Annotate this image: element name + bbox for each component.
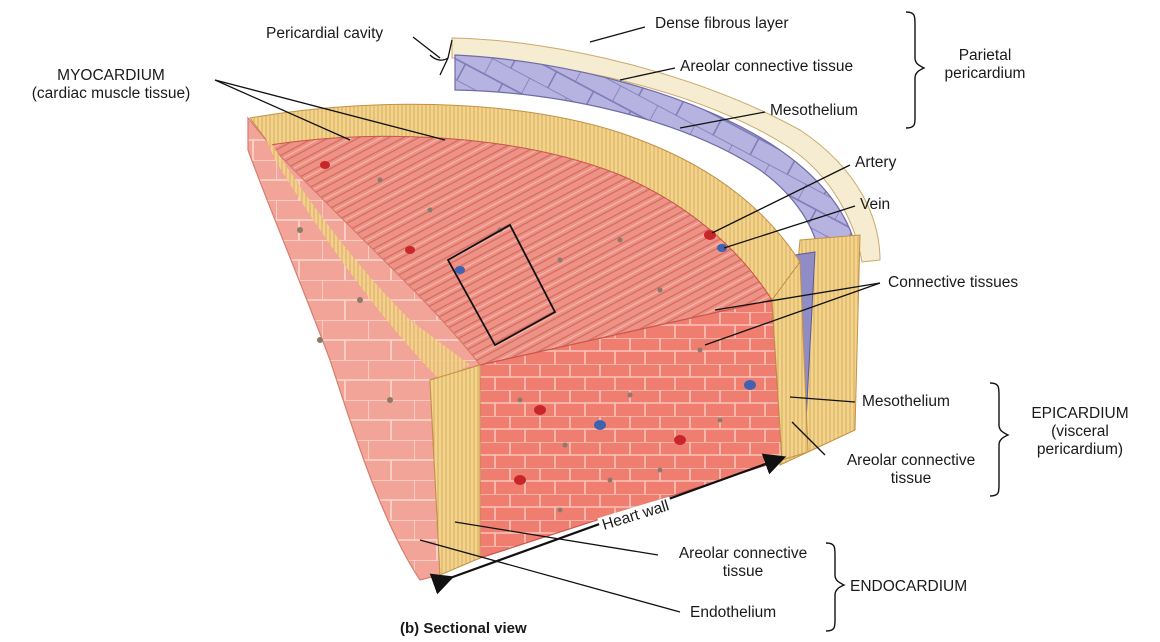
epicardium-line-3: pericardium) xyxy=(1010,441,1150,459)
epicardium-line-1: EPICARDIUM xyxy=(1010,405,1150,423)
epicardium-line-2: (visceral xyxy=(1010,423,1150,441)
label-parietal-pericardium: Parietal pericardium xyxy=(930,47,1040,83)
figure-caption: (b) Sectional view xyxy=(400,620,527,638)
areolar-endo-line-1: Areolar connective xyxy=(658,545,828,563)
areolar-epi-line-1: Areolar connective xyxy=(826,452,996,470)
areolar-epi-line-2: tissue xyxy=(826,470,996,488)
myocardium-line-2: (cardiac muscle tissue) xyxy=(6,85,216,103)
label-epicardium: EPICARDIUM (visceral pericardium) xyxy=(1010,405,1150,459)
label-areolar-ct-endo: Areolar connective tissue xyxy=(658,545,828,581)
label-mesothelium-top: Mesothelium xyxy=(770,102,858,120)
areolar-endo-line-2: tissue xyxy=(658,563,828,581)
label-pericardial-cavity: Pericardial cavity xyxy=(266,25,383,43)
label-connective-tissues: Connective tissues xyxy=(888,274,1018,292)
parietal-line-2: pericardium xyxy=(930,65,1040,83)
label-areolar-ct-top: Areolar connective tissue xyxy=(680,58,853,76)
label-mesothelium-epi: Mesothelium xyxy=(862,393,950,411)
parietal-line-1: Parietal xyxy=(930,47,1040,65)
label-areolar-ct-epi: Areolar connective tissue xyxy=(826,452,996,488)
pericardial-cavity-bracket xyxy=(430,40,452,75)
label-endothelium: Endothelium xyxy=(690,604,776,622)
label-artery: Artery xyxy=(855,154,896,172)
label-vein: Vein xyxy=(860,196,890,214)
label-myocardium: MYOCARDIUM (cardiac muscle tissue) xyxy=(6,67,216,103)
label-endocardium: ENDOCARDIUM xyxy=(850,578,967,596)
myocardium-line-1: MYOCARDIUM xyxy=(6,67,216,85)
label-dense-fibrous-layer: Dense fibrous layer xyxy=(655,15,789,33)
